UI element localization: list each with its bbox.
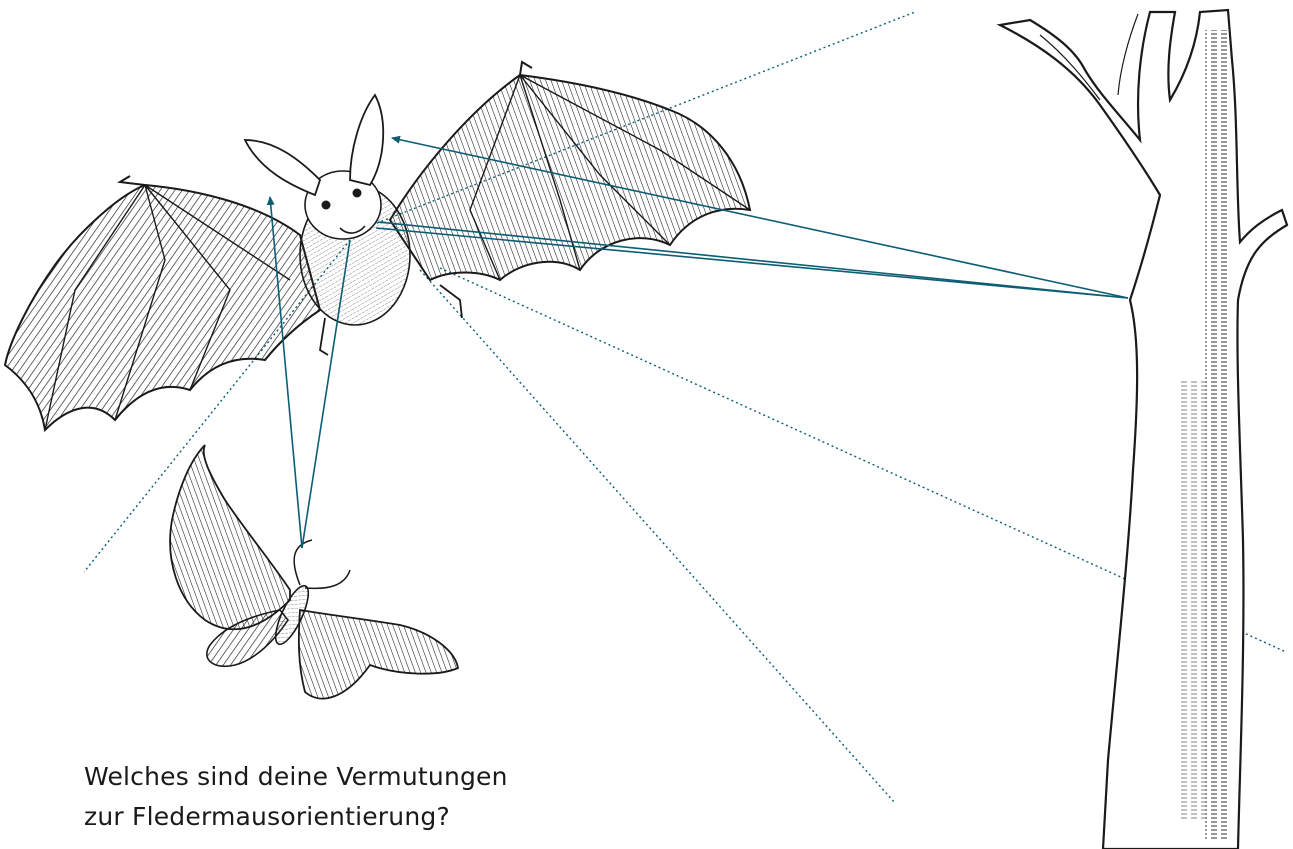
tree-trunk [1000,10,1287,849]
bat-eye-right [353,189,362,198]
question-text: Welches sind deine Vermutungen zur Flede… [84,757,644,837]
bat-left-foot [320,318,328,355]
moth [170,445,458,699]
bat [5,62,750,430]
question-line-1: Welches sind deine Vermutungen [84,757,644,797]
moth-right-wing [299,610,458,699]
call-line-down [420,270,895,803]
bat-right-ear [350,95,383,185]
moth-antenna-right [305,570,350,588]
bat-eye-left [322,201,331,210]
moth-antenna-left [294,540,312,585]
bat-left-ear [245,140,320,195]
moth-upper-wing [170,445,290,629]
tree [1000,10,1287,849]
question-line-2: zur Fledermausorientierung? [84,797,644,837]
bat-right-foot [440,285,462,318]
